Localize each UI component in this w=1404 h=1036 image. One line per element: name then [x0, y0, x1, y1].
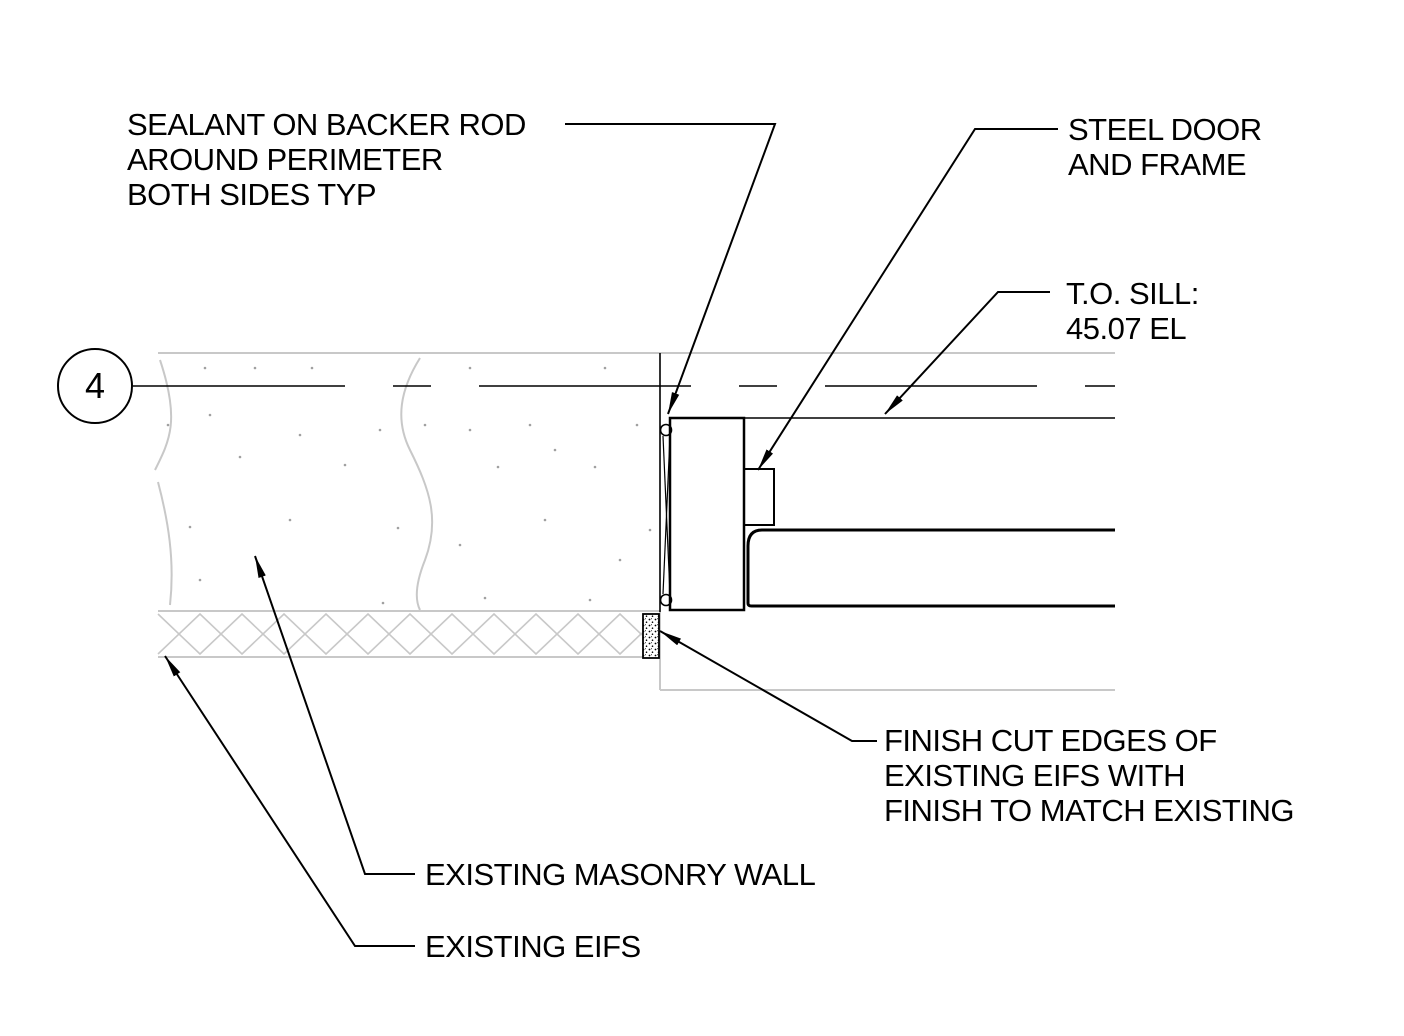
- leader-sill: [884, 291, 1050, 415]
- sealant-callout-line-3: BOTH SIDES TYP: [127, 177, 377, 212]
- leader-steel-door: [757, 128, 1058, 471]
- leader-sealant: [565, 123, 777, 415]
- leader-finish-edges: [659, 630, 877, 742]
- door-leaf: [746, 528, 1115, 608]
- steel-door-callout-line-1: STEEL DOOR: [1068, 112, 1262, 147]
- eifs-callout-line-1: EXISTING EIFS: [425, 929, 641, 964]
- finish-edges-callout: FINISH CUT EDGES OF EXISTING EIFS WITH F…: [884, 723, 1294, 828]
- finish-edges-callout-line-1: FINISH CUT EDGES OF: [884, 723, 1217, 758]
- eifs-edge-finish: [642, 613, 660, 659]
- steel-door-callout-line-2: AND FRAME: [1068, 147, 1247, 182]
- eifs-callout: EXISTING EIFS: [425, 929, 641, 964]
- leader-masonry: [254, 555, 415, 875]
- eifs-insulation-hatch: [157, 612, 643, 656]
- sill-callout: T.O. SILL: 45.07 EL: [1066, 276, 1199, 346]
- frame-profile: [668, 416, 746, 612]
- finish-edges-callout-line-3: FINISH TO MATCH EXISTING: [884, 793, 1294, 828]
- door-frame-assembly: [659, 353, 1115, 612]
- backer-rod-top: [659, 423, 673, 437]
- steel-door-callout: STEEL DOOR AND FRAME: [1068, 112, 1262, 182]
- finish-edges-callout-line-2: EXISTING EIFS WITH: [884, 758, 1186, 793]
- backer-rod-bottom: [659, 593, 673, 607]
- sill-callout-line-2: 45.07 EL: [1066, 311, 1187, 346]
- break-line-2: [157, 481, 173, 606]
- frame-stop: [743, 468, 775, 526]
- leaders: [164, 123, 1058, 947]
- sealant-callout: SEALANT ON BACKER ROD AROUND PERIMETER B…: [127, 107, 526, 212]
- masonry-speckles: [166, 366, 652, 605]
- break-line-1: [154, 359, 173, 471]
- sealant-callout-line-2: AROUND PERIMETER: [127, 142, 443, 177]
- existing-wall: [154, 352, 1115, 691]
- gridline-bubble-label: 4: [84, 365, 106, 406]
- sill-callout-line-1: T.O. SILL:: [1066, 276, 1199, 311]
- masonry-callout: EXISTING MASONRY WALL: [425, 857, 816, 892]
- masonry-callout-line-1: EXISTING MASONRY WALL: [425, 857, 816, 892]
- gridline-4: [57, 348, 1115, 424]
- sealant-callout-line-1: SEALANT ON BACKER ROD: [127, 107, 526, 142]
- break-line-3: [400, 357, 434, 611]
- leader-eifs: [164, 655, 415, 947]
